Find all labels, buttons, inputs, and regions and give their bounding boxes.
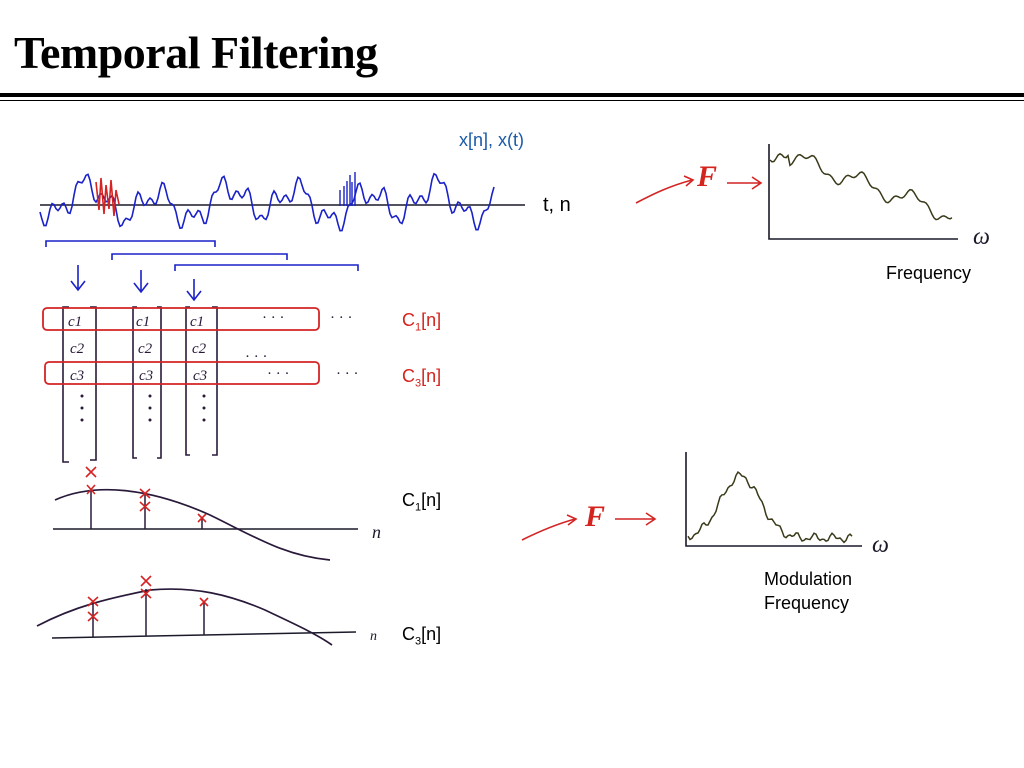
frame-3-bracket-right xyxy=(212,306,218,456)
ellipsis-row-3-red: · · · xyxy=(336,366,359,382)
frame-1-c1: c1 xyxy=(68,314,82,330)
window-2 xyxy=(111,253,288,260)
ellipsis-row-1-red: · · · xyxy=(330,310,353,326)
signal-axis-label: t, n xyxy=(543,194,571,216)
arrow-right-icon xyxy=(727,176,763,190)
bottom-spectrum-axes xyxy=(685,452,862,547)
trajectory-c1: n xyxy=(53,466,381,561)
bottom-spectrum-label-line2: Frequency xyxy=(764,593,850,613)
top-spectrum-curve xyxy=(769,152,953,221)
analysis-windows xyxy=(45,240,359,271)
trajectory-c1-markers xyxy=(85,466,207,523)
highlight-row-c1 xyxy=(42,307,320,331)
frame-2-bracket-left xyxy=(132,306,137,459)
trajectory-c1-axis-label: n xyxy=(372,522,381,542)
window-arrows xyxy=(70,265,202,302)
top-fourier-operator: F xyxy=(696,160,717,193)
signal-trace xyxy=(39,172,495,232)
window-3 xyxy=(174,264,359,271)
bottom-fourier-operator: F xyxy=(584,500,605,533)
signal-red-burst xyxy=(95,177,120,217)
arrow-down-icon xyxy=(70,265,86,292)
frame-2-bracket-right xyxy=(157,306,162,459)
bottom-spectrum-curve xyxy=(687,470,853,544)
trajectory-c1-curve xyxy=(54,488,331,561)
frame-3-c2: c2 xyxy=(192,341,207,357)
highlight-label-c3: C3[n] xyxy=(402,366,442,390)
ellipsis-row-2: · · · xyxy=(245,349,268,365)
bottom-transform: F xyxy=(521,500,657,541)
ellipsis-row-1: · · · xyxy=(262,310,285,326)
signal-label: x[n], x(t) xyxy=(459,130,525,150)
arrow-down-icon xyxy=(133,270,149,294)
trajectory-c3-curve xyxy=(36,588,333,646)
coefficient-labels: c1 c2 c3 c1 c2 c3 c1 c2 c3 xyxy=(68,314,207,384)
trajectory-c3-markers xyxy=(87,575,209,622)
top-spectrum: ω xyxy=(768,144,990,250)
trajectory-c3: n xyxy=(36,575,377,646)
bottom-omega-axis-label: ω xyxy=(872,532,889,558)
frame-3-c3: c3 xyxy=(193,368,207,384)
curved-arrow-icon xyxy=(521,518,576,541)
top-transform: F xyxy=(635,160,763,204)
frame-2-c3: c3 xyxy=(139,368,153,384)
frame-2-c1: c1 xyxy=(136,314,150,330)
frame-3-c1: c1 xyxy=(190,314,204,330)
arrow-right-icon xyxy=(615,512,657,526)
trajectory-c3-label: C3[n] xyxy=(402,624,442,648)
frame-1-c2: c2 xyxy=(70,341,85,357)
frame-2-c2: c2 xyxy=(138,341,153,357)
signal-dense-burst xyxy=(339,172,356,206)
top-omega-axis-label: ω xyxy=(973,224,990,250)
arrow-down-icon xyxy=(186,279,202,302)
frame-ellipses: · · · · · · · · · · · · · · · xyxy=(245,310,359,382)
top-spectrum-axes xyxy=(768,144,958,240)
title-rule-thick xyxy=(0,93,1024,97)
frame-1-c3: c3 xyxy=(70,368,84,384)
bottom-spectrum: ω xyxy=(685,452,889,558)
signal-waveform xyxy=(39,172,525,232)
slide-title: Temporal Filtering xyxy=(14,27,378,78)
curved-arrow-icon xyxy=(635,179,693,204)
title-rule-thin xyxy=(0,100,1024,101)
ellipsis-row-3: · · · xyxy=(267,366,290,382)
highlight-row-c3 xyxy=(44,361,320,385)
bottom-spectrum-label-line1: Modulation xyxy=(764,569,853,589)
trajectory-c1-label: C1[n] xyxy=(402,490,442,514)
frame-3-bracket-left xyxy=(185,306,190,456)
trajectory-c3-axis-label: n xyxy=(370,629,377,644)
top-spectrum-label: Frequency xyxy=(886,263,972,283)
highlight-label-c1: C1[n] xyxy=(402,310,442,334)
window-1 xyxy=(45,240,216,247)
coefficient-dots xyxy=(80,394,206,422)
